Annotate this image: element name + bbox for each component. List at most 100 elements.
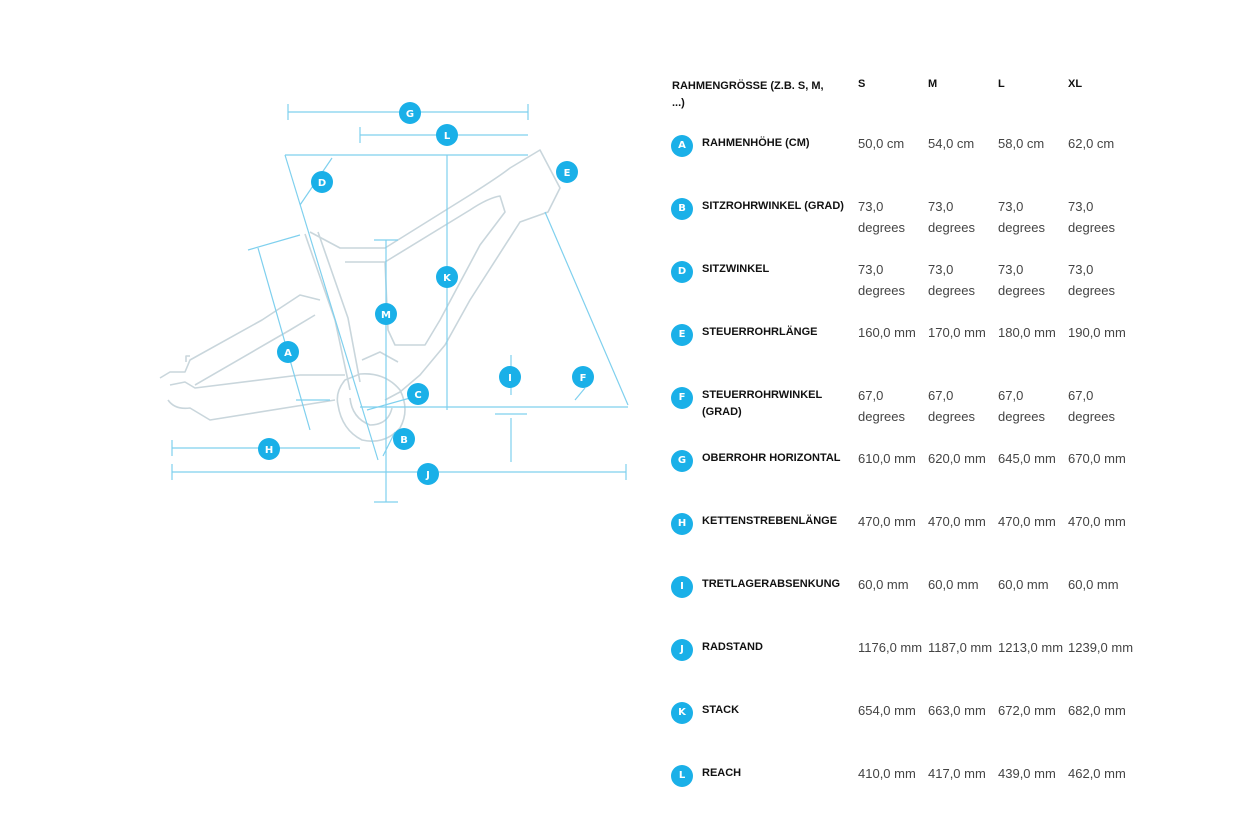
badge-m: M (375, 303, 397, 325)
param-value-m: 170,0 mm (928, 325, 986, 340)
param-value-m: 470,0 mm (928, 514, 986, 529)
param-value-l: 73,0 degrees (998, 199, 1045, 235)
svg-text:F: F (580, 373, 587, 384)
param-value-l: 672,0 mm (998, 703, 1056, 718)
badge-j: J (417, 463, 439, 485)
svg-text:A: A (284, 348, 292, 359)
param-name: RADSTAND (702, 641, 763, 653)
param-key-badge: G (671, 450, 693, 472)
param-value-l: 439,0 mm (998, 766, 1056, 781)
param-value-m: 620,0 mm (928, 451, 986, 466)
param-name: STEUERROHRLÄNGE (702, 326, 818, 338)
param-value-l: 60,0 mm (998, 577, 1049, 592)
badge-b: B (393, 428, 415, 450)
param-key-badge: H (671, 513, 693, 535)
param-value-xl: 62,0 cm (1068, 136, 1115, 151)
svg-text:D: D (318, 178, 326, 189)
header-size-xl: XL (1068, 78, 1083, 90)
param-value-m: 54,0 cm (928, 136, 975, 151)
header-size-s: S (858, 78, 866, 90)
param-value-s: 610,0 mm (858, 451, 916, 466)
badge-h: H (258, 438, 280, 460)
param-value-m: 1187,0 mm (928, 640, 993, 655)
bike-frame-outline (159, 149, 561, 442)
badge-a: A (277, 341, 299, 363)
param-name: KETTENSTREBENLÄNGE (702, 515, 838, 527)
param-value-l: 645,0 mm (998, 451, 1056, 466)
param-value-m: 67,0 degrees (928, 388, 975, 424)
param-value-xl: 1239,0 mm (1068, 640, 1134, 655)
param-name: RAHMENHÖHE (CM) (702, 137, 810, 149)
svg-text:I: I (508, 373, 512, 384)
badge-l: L (436, 124, 458, 146)
param-value-xl: 470,0 mm (1068, 514, 1126, 529)
svg-text:E: E (564, 168, 571, 179)
param-value-s: 160,0 mm (858, 325, 916, 340)
badge-k: K (436, 266, 458, 288)
param-value-s: 50,0 cm (858, 136, 905, 151)
badge-e: E (556, 161, 578, 183)
param-value-s: 470,0 mm (858, 514, 916, 529)
param-value-m: 73,0 degrees (928, 262, 975, 298)
param-value-m: 663,0 mm (928, 703, 986, 718)
param-value-l: 1213,0 mm (998, 640, 1064, 655)
param-value-l: 58,0 cm (998, 136, 1045, 151)
param-key-badge: I (671, 576, 693, 598)
badge-g: G (399, 102, 421, 124)
param-value-xl: 682,0 mm (1068, 703, 1126, 718)
param-key-badge: B (671, 198, 693, 220)
param-name: TRETLAGERABSENKUNG (702, 578, 841, 590)
param-key-badge: L (671, 765, 693, 787)
param-value-s: 60,0 mm (858, 577, 909, 592)
param-value-xl: 73,0 degrees (1068, 199, 1115, 235)
svg-text:K: K (443, 273, 452, 284)
svg-text:J: J (425, 470, 430, 481)
param-name: REACH (702, 767, 742, 779)
dimension-lines (171, 104, 629, 503)
param-name: STEUERROHRWINKEL (GRAD) (702, 389, 822, 418)
svg-text:L: L (444, 131, 451, 142)
frame-geometry-diagram: G L E D K M A I F C B H J (159, 102, 629, 503)
param-key-badge: J (671, 639, 693, 661)
param-key-badge: F (671, 387, 693, 409)
param-value-m: 417,0 mm (928, 766, 986, 781)
param-value-xl: 60,0 mm (1068, 577, 1119, 592)
param-key-badge: D (671, 261, 693, 283)
param-key-badge: A (671, 135, 693, 157)
badge-f: F (572, 366, 594, 388)
svg-text:M: M (381, 310, 391, 321)
param-value-m: 73,0 degrees (928, 199, 975, 235)
param-value-s: 1176,0 mm (858, 640, 923, 655)
param-value-xl: 670,0 mm (1068, 451, 1126, 466)
param-value-l: 67,0 degrees (998, 388, 1045, 424)
param-name: SITZROHRWINKEL (GRAD) (702, 200, 844, 212)
header-size-m: M (928, 78, 938, 90)
param-value-xl: 190,0 mm (1068, 325, 1126, 340)
param-name: OBERROHR HORIZONTAL (702, 452, 841, 464)
param-value-s: 73,0 degrees (858, 262, 905, 298)
svg-text:C: C (414, 390, 421, 401)
param-value-xl: 462,0 mm (1068, 766, 1126, 781)
param-value-s: 67,0 degrees (858, 388, 905, 424)
param-name: SITZWINKEL (702, 263, 770, 275)
badge-d: D (311, 171, 333, 193)
geometry-table: RAHMENGRÖSSE (Z.B. S, M, ...) S M L XL A… (668, 70, 1138, 787)
param-value-s: 654,0 mm (858, 703, 916, 718)
param-value-xl: 67,0 degrees (1068, 388, 1115, 424)
param-key-badge: K (671, 702, 693, 724)
param-value-l: 73,0 degrees (998, 262, 1045, 298)
header-frame-size-label: RAHMENGRÖSSE (Z.B. S, M, ...) (672, 80, 824, 109)
param-value-l: 470,0 mm (998, 514, 1056, 529)
param-value-s: 73,0 degrees (858, 199, 905, 235)
svg-text:B: B (400, 435, 408, 446)
badge-i: I (499, 366, 521, 388)
table-header-row: RAHMENGRÖSSE (Z.B. S, M, ...) S M L XL (668, 70, 1138, 122)
param-value-xl: 73,0 degrees (1068, 262, 1115, 298)
svg-text:G: G (406, 109, 414, 120)
svg-text:H: H (265, 445, 273, 456)
param-value-m: 60,0 mm (928, 577, 979, 592)
badge-c: C (407, 383, 429, 405)
param-name: STACK (702, 704, 740, 716)
header-size-l: L (998, 78, 1005, 90)
param-value-l: 180,0 mm (998, 325, 1056, 340)
